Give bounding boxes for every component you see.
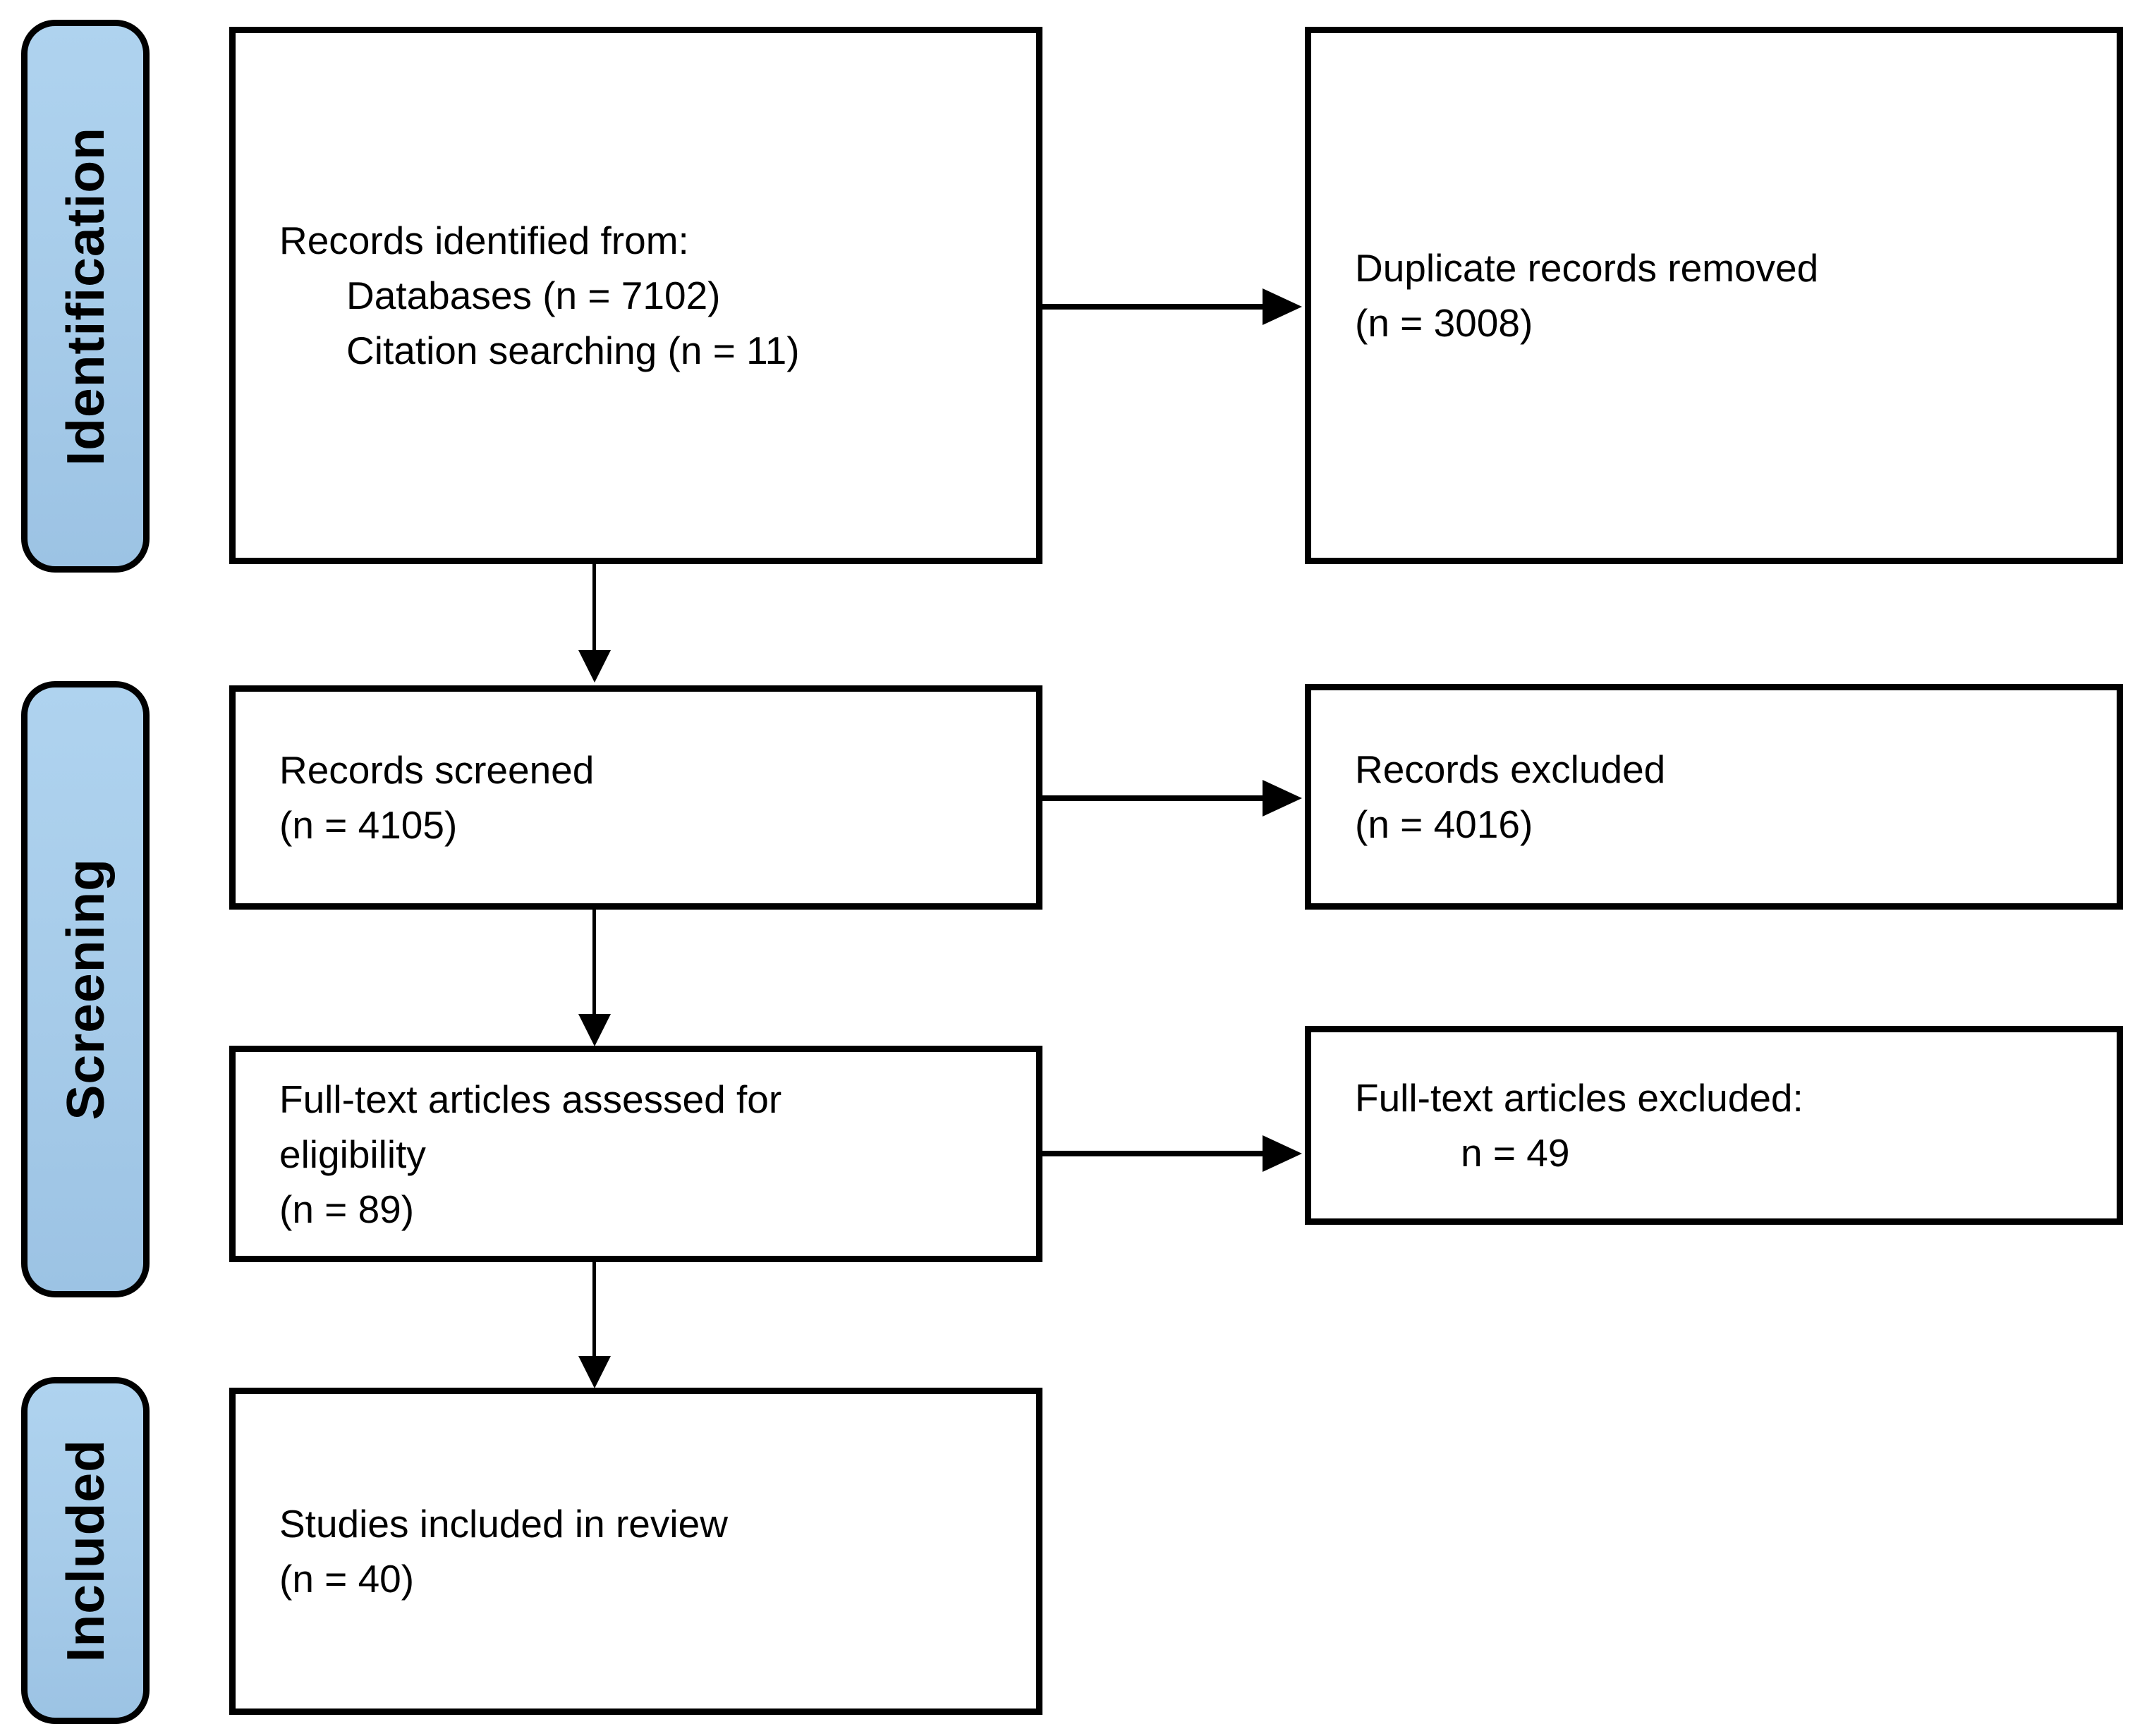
records-excluded-count: (n = 4016)	[1355, 802, 1533, 846]
arrow-identified-to-screened-head-icon	[578, 650, 611, 683]
fulltext-assessed-count: (n = 89)	[279, 1187, 415, 1231]
stage-included: Included	[21, 1377, 150, 1724]
arrow-screened-to-assessed-line	[592, 910, 596, 1015]
studies-included-count: (n = 40)	[279, 1557, 415, 1601]
box-records-screened: Records screened (n = 4105)	[229, 685, 1042, 910]
records-identified-databases-line: Databases (n = 7102)	[346, 274, 721, 317]
arrow-assessed-to-ft-excluded-head-icon	[1263, 1135, 1302, 1172]
fulltext-excluded-count: n = 49	[1461, 1131, 1570, 1175]
duplicates-removed-line: Duplicate records removed	[1355, 246, 1819, 290]
fulltext-assessed-line1: Full-text articles assessed for	[279, 1077, 782, 1121]
records-screened-count: (n = 4105)	[279, 803, 458, 847]
arrow-identified-to-screened-line	[592, 564, 596, 652]
studies-included-line: Studies included in review	[279, 1502, 728, 1546]
records-excluded-line: Records excluded	[1355, 747, 1666, 791]
arrow-screened-to-excluded-head-icon	[1263, 780, 1302, 817]
duplicates-removed-count: (n = 3008)	[1355, 301, 1533, 345]
arrow-assessed-to-ft-excluded-line	[1042, 1151, 1263, 1156]
stage-screening-label: Screening	[56, 858, 115, 1120]
box-records-identified: Records identified from: Databases (n = …	[229, 27, 1042, 564]
fulltext-assessed-line2: eligibility	[279, 1132, 426, 1176]
arrow-screened-to-excluded-line	[1042, 795, 1263, 801]
arrow-assessed-to-included-line	[592, 1262, 596, 1357]
box-fulltext-excluded: Full-text articles excluded: n = 49	[1305, 1026, 2123, 1225]
arrow-screened-to-assessed-head-icon	[578, 1014, 611, 1046]
records-screened-line: Records screened	[279, 748, 595, 792]
stage-identification-label: Identification	[56, 126, 115, 466]
fulltext-excluded-line: Full-text articles excluded:	[1355, 1076, 1804, 1120]
box-studies-included: Studies included in review (n = 40)	[229, 1388, 1042, 1715]
arrow-identified-to-duplicates-head-icon	[1263, 288, 1302, 325]
arrow-identified-to-duplicates-line	[1042, 304, 1263, 310]
stage-identification: Identification	[21, 20, 150, 573]
stage-screening: Screening	[21, 681, 150, 1297]
stage-included-label: Included	[56, 1438, 115, 1663]
records-identified-line: Records identified from:	[279, 219, 689, 262]
box-records-excluded: Records excluded (n = 4016)	[1305, 684, 2123, 910]
arrow-assessed-to-included-head-icon	[578, 1356, 611, 1388]
box-duplicates-removed: Duplicate records removed (n = 3008)	[1305, 27, 2123, 564]
records-identified-citation-line: Citation searching (n = 11)	[346, 329, 800, 372]
box-fulltext-assessed: Full-text articles assessed for eligibil…	[229, 1046, 1042, 1262]
